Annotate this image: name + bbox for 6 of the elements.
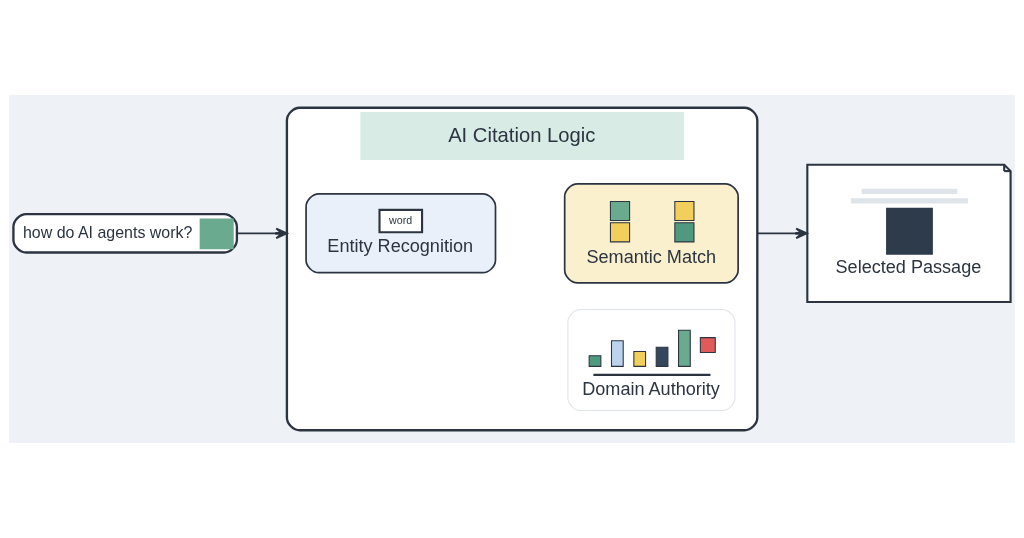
node-box: Domain Authority [567, 308, 736, 412]
node-box: Semantic Match [563, 183, 739, 284]
node-box: word Entity Recognition [305, 193, 497, 274]
arrow [756, 227, 808, 240]
node-box: how do AI agents work? [12, 213, 239, 254]
arrow [236, 227, 288, 240]
